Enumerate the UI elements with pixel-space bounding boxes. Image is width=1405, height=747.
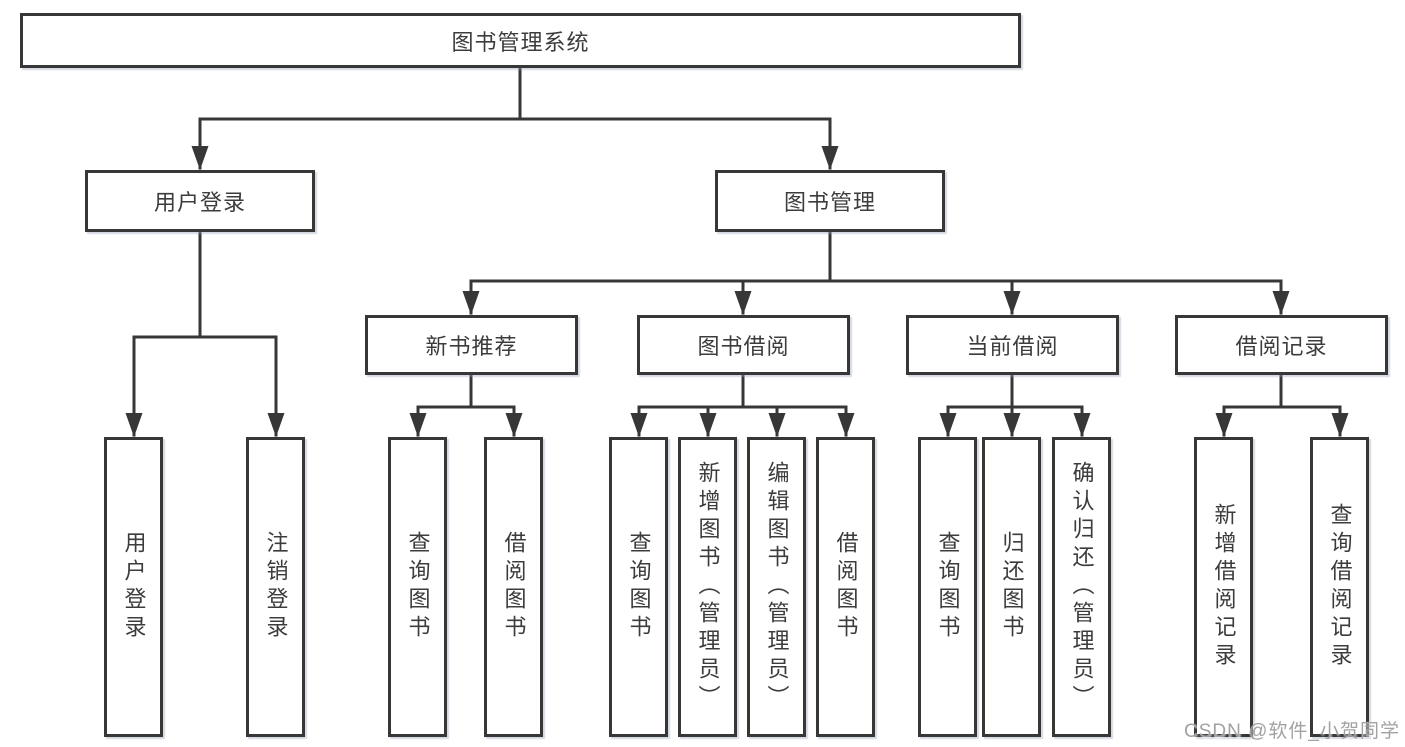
csdn-watermark: CSDN @软件_小贺同学 [1184, 721, 1400, 742]
leaf-return-books: 归还图书 [982, 437, 1041, 737]
leaf-query-books-borrowing: 查询图书 [609, 437, 668, 737]
node-borrowing-records-label: 借阅记录 [1235, 334, 1328, 359]
node-book-borrowing: 图书借阅 [637, 315, 850, 375]
leaf-query-books-recommend-label: 查询图书 [405, 531, 431, 643]
leaf-user-login-label: 用户登录 [121, 531, 147, 643]
leaf-edit-books-admin-label: 编辑图书（管理员） [764, 461, 790, 713]
leaf-query-books-current: 查询图书 [918, 437, 977, 737]
node-book-borrowing-label: 图书借阅 [697, 334, 790, 359]
leaf-borrow-books-recommend: 借阅图书 [484, 437, 543, 737]
leaf-return-books-label: 归还图书 [999, 531, 1025, 643]
leaf-borrow-books-recommend-label: 借阅图书 [501, 531, 527, 643]
leaf-query-books-recommend: 查询图书 [388, 437, 447, 737]
leaf-logout: 注销登录 [246, 437, 305, 737]
node-borrowing-records: 借阅记录 [1175, 315, 1388, 375]
node-new-book-recommendation: 新书推荐 [365, 315, 578, 375]
node-root: 图书管理系统 [20, 13, 1021, 68]
leaf-query-borrow-record-label: 查询借阅记录 [1327, 503, 1353, 671]
node-new-book-recommendation-label: 新书推荐 [425, 334, 518, 359]
node-user-login: 用户登录 [85, 170, 315, 232]
node-user-login-label: 用户登录 [153, 190, 246, 215]
leaf-user-login: 用户登录 [104, 437, 163, 737]
leaf-logout-label: 注销登录 [263, 531, 289, 643]
leaf-add-books-admin: 新增图书（管理员） [678, 437, 737, 737]
leaf-query-borrow-record: 查询借阅记录 [1310, 437, 1369, 737]
leaf-add-books-admin-label: 新增图书（管理员） [695, 461, 721, 713]
leaf-borrow-books-borrowing: 借阅图书 [816, 437, 875, 737]
leaf-confirm-return-admin-label: 确认归还（管理员） [1069, 461, 1095, 713]
leaf-query-books-current-label: 查询图书 [935, 531, 961, 643]
node-book-management: 图书管理 [715, 170, 945, 232]
leaf-add-borrow-record-label: 新增借阅记录 [1211, 503, 1237, 671]
leaf-query-books-borrowing-label: 查询图书 [626, 531, 652, 643]
node-book-management-label: 图书管理 [783, 190, 876, 215]
node-current-borrowing-label: 当前借阅 [966, 334, 1059, 359]
leaf-edit-books-admin: 编辑图书（管理员） [747, 437, 806, 737]
leaf-add-borrow-record: 新增借阅记录 [1194, 437, 1253, 737]
leaf-confirm-return-admin: 确认归还（管理员） [1052, 437, 1111, 737]
leaf-borrow-books-borrowing-label: 借阅图书 [833, 531, 859, 643]
node-current-borrowing: 当前借阅 [906, 315, 1119, 375]
node-root-label: 图书管理系统 [451, 29, 590, 55]
